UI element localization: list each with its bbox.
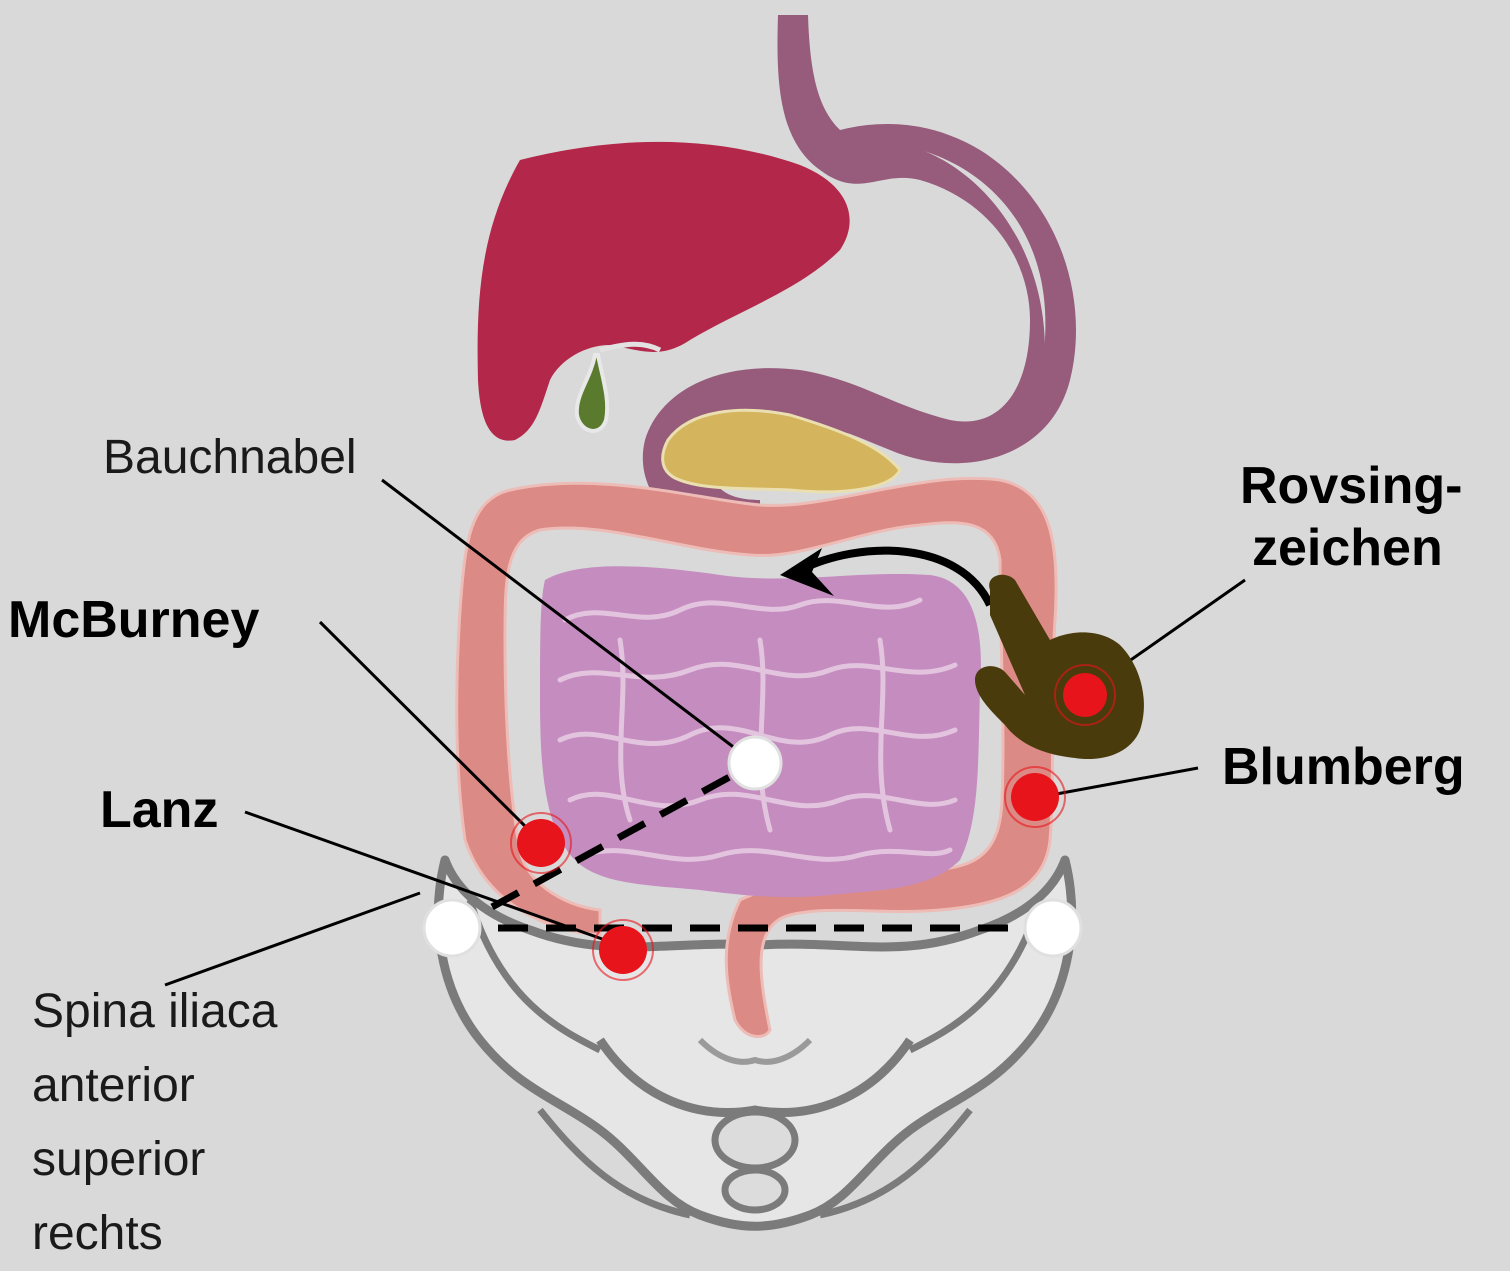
rovsing-line-2: zeichen bbox=[1240, 517, 1462, 579]
spina-line-3: superior bbox=[32, 1123, 277, 1197]
spina-line-4: rechts bbox=[32, 1197, 277, 1271]
mcburney-label: McBurney bbox=[8, 590, 259, 650]
umbilicus-point bbox=[729, 737, 781, 789]
bauchnabel-label: Bauchnabel bbox=[103, 430, 357, 485]
left-asis-point bbox=[1025, 900, 1081, 956]
blumberg-label: Blumberg bbox=[1222, 737, 1465, 797]
lanz-label: Lanz bbox=[100, 780, 218, 840]
right-asis-point bbox=[424, 900, 480, 956]
blumberg-point bbox=[1005, 767, 1065, 827]
rovsing-line-1: Rovsing- bbox=[1240, 455, 1462, 517]
small-intestine bbox=[540, 566, 981, 897]
rovsing-label: Rovsing- zeichen bbox=[1240, 455, 1462, 579]
mcburney-point bbox=[511, 813, 571, 873]
spina-line-1: Spina iliaca bbox=[32, 975, 277, 1049]
gallbladder bbox=[577, 355, 607, 431]
spina-iliaca-label: Spina iliaca anterior superior rechts bbox=[32, 975, 277, 1271]
spina-line-2: anterior bbox=[32, 1049, 277, 1123]
lanz-point bbox=[593, 920, 653, 980]
rovsing-point bbox=[1055, 665, 1115, 725]
